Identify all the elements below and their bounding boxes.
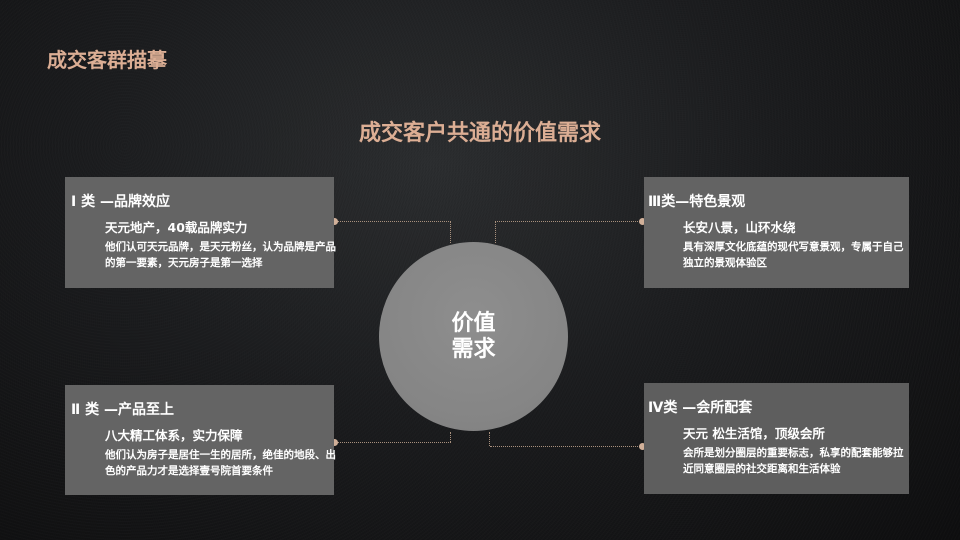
connector-top-left-vertical (450, 221, 451, 243)
card-title: Ⅳ类 —会所配套 (648, 400, 753, 416)
main-title: 成交客户共通的价值需求 (358, 121, 601, 146)
connector-dot-bottom-left (331, 439, 338, 446)
connector-top-right (495, 221, 642, 222)
connector-bottom-left-vertical (450, 432, 451, 442)
card-body: 他们认可天元品牌，是天元粉丝，认为品牌是产品的第一要素，天元房子是第一选择 (105, 241, 336, 269)
card-body: 会所是划分圈层的重要标志，私享的配套能够拉近同意圈层的社交距离和生活体验 (683, 447, 904, 475)
connector-dot-bottom-right (639, 443, 646, 450)
card-product-first: Ⅱ 类 —产品至上 八大精工体系，实力保障 他们认为房子是居住一生的居所，绝佳的… (65, 385, 336, 495)
center-text-line1: 价值 (451, 310, 496, 336)
card-brand-effect: Ⅰ 类 —品牌效应 天元地产，40载品牌实力 他们认可天元品牌，是天元粉丝，认为… (65, 177, 336, 288)
connector-dot-top-left (331, 218, 338, 225)
connector-bottom-right (490, 446, 642, 447)
section-title: 成交客群描摹 (47, 48, 167, 72)
card-title: Ⅰ 类 —品牌效应 (71, 194, 170, 210)
card-subtitle: 天元地产，40载品牌实力 (105, 220, 248, 235)
center-text-line2: 需求 (451, 336, 496, 362)
card-clubhouse: Ⅳ类 —会所配套 天元 松生活馆，顶级会所 会所是划分圈层的重要标志，私享的配套… (644, 383, 909, 494)
card-title: Ⅲ类—特色景观 (648, 194, 746, 210)
connector-dot-top-right (639, 218, 646, 225)
card-subtitle: 长安八景，山环水绕 (683, 220, 796, 235)
card-body: 他们认为房子是居住一生的居所，绝佳的地段、出色的产品力才是选择壹号院首要条件 (105, 449, 336, 477)
connector-bottom-left (337, 442, 451, 443)
connector-top-left (337, 221, 451, 222)
card-body: 具有深厚文化底蕴的现代写意景观，专属于自己独立的景观体验区 (683, 241, 904, 269)
connector-top-right-vertical (495, 221, 496, 243)
center-circle: 价值 需求 (379, 242, 568, 431)
card-subtitle: 天元 松生活馆，顶级会所 (683, 426, 825, 441)
connector-bottom-right-vertical (489, 432, 490, 446)
card-landscape: Ⅲ类—特色景观 长安八景，山环水绕 具有深厚文化底蕴的现代写意景观，专属于自己独… (644, 177, 909, 288)
card-subtitle: 八大精工体系，实力保障 (105, 428, 243, 443)
card-title: Ⅱ 类 —产品至上 (71, 402, 174, 418)
